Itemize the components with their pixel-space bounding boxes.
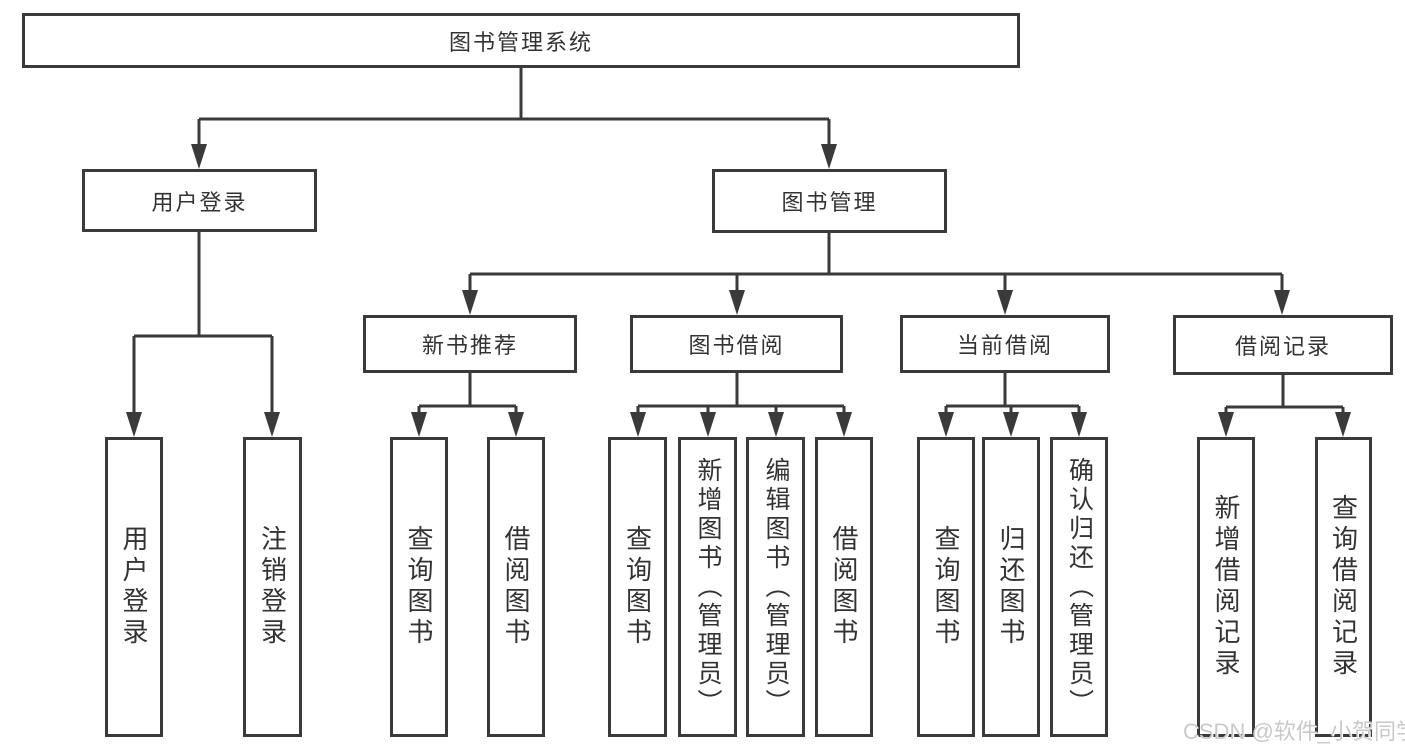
leaf-user-login: 用户登录 xyxy=(105,437,163,737)
leaf-logout-label: 注销登录 xyxy=(257,525,288,649)
node-book-management-label: 图书管理 xyxy=(781,190,878,215)
leaf-records-add-label: 新增借阅记录 xyxy=(1211,494,1241,680)
node-book-borrow-label: 图书借阅 xyxy=(688,333,785,358)
leaf-current-confirm-admin-label: 确认归还（管理员） xyxy=(1065,456,1094,718)
leaf-borrow-borrow-label: 借阅图书 xyxy=(829,525,859,649)
node-book-management: 图书管理 xyxy=(712,169,947,233)
node-current-borrow-label: 当前借阅 xyxy=(956,333,1053,358)
leaf-borrow-add-admin: 新增图书（管理员） xyxy=(678,437,737,737)
node-root-label: 图书管理系统 xyxy=(448,29,593,55)
leaf-newbook-query-label: 查询图书 xyxy=(404,525,434,649)
leaf-borrow-add-admin-label: 新增图书（管理员） xyxy=(694,456,722,718)
leaf-user-login-label: 用户登录 xyxy=(119,525,149,649)
leaf-current-return: 归还图书 xyxy=(982,437,1040,737)
node-borrow-records: 借阅记录 xyxy=(1173,315,1393,375)
node-new-book-recommend: 新书推荐 xyxy=(363,315,577,373)
leaf-records-query-label: 查询借阅记录 xyxy=(1328,494,1359,680)
node-book-borrow: 图书借阅 xyxy=(630,315,843,373)
csdn-watermark: CSDN @软件_小贺同学 xyxy=(1183,719,1405,744)
node-root: 图书管理系统 xyxy=(22,13,1020,68)
node-new-book-recommend-label: 新书推荐 xyxy=(421,333,518,358)
leaf-borrow-query-label: 查询图书 xyxy=(622,525,653,649)
leaf-borrow-edit-admin: 编辑图书（管理员） xyxy=(746,437,805,737)
leaf-records-query: 查询借阅记录 xyxy=(1315,437,1372,737)
leaf-current-query: 查询图书 xyxy=(917,437,975,737)
node-user-login-label: 用户登录 xyxy=(151,189,248,215)
leaf-records-add: 新增借阅记录 xyxy=(1197,437,1255,737)
node-user-login: 用户登录 xyxy=(82,169,317,232)
node-current-borrow: 当前借阅 xyxy=(900,315,1110,373)
leaf-current-confirm-admin: 确认归还（管理员） xyxy=(1050,437,1108,737)
leaf-borrow-query: 查询图书 xyxy=(608,437,667,737)
leaf-borrow-borrow: 借阅图书 xyxy=(815,437,873,737)
node-borrow-records-label: 借阅记录 xyxy=(1234,334,1331,359)
leaf-newbook-query: 查询图书 xyxy=(390,437,448,737)
leaf-borrow-edit-admin-label: 编辑图书（管理员） xyxy=(762,456,790,718)
leaf-current-return-label: 归还图书 xyxy=(996,525,1026,649)
leaf-newbook-borrow-label: 借阅图书 xyxy=(501,525,531,649)
leaf-current-query-label: 查询图书 xyxy=(931,525,961,649)
leaf-newbook-borrow: 借阅图书 xyxy=(487,437,545,737)
leaf-logout: 注销登录 xyxy=(243,437,302,737)
